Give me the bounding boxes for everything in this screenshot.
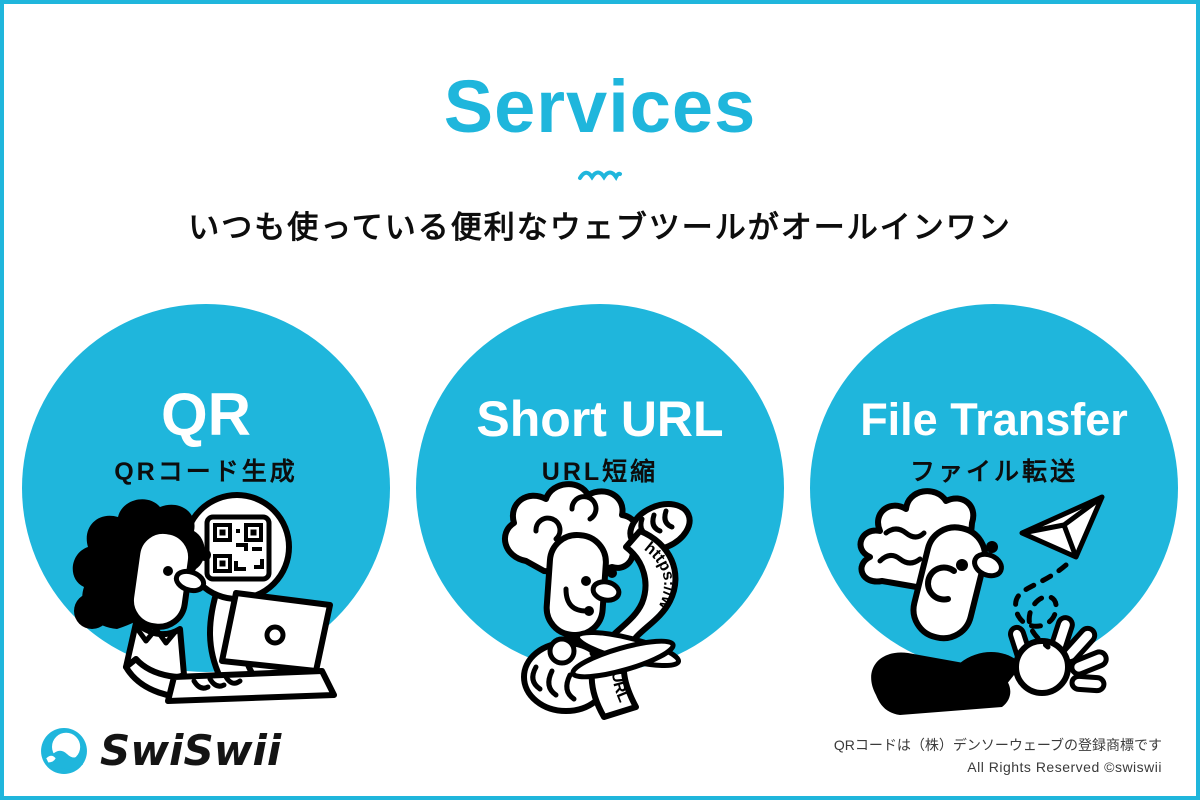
qr-subtitle: QRコード生成 (114, 458, 298, 486)
page-subtitle: いつも使っている便利なウェブツールがオールインワン (188, 210, 1012, 245)
service-card-file-transfer: File Transfer ファイル転送 (810, 304, 1178, 744)
short-url-illustration: https://w URL. (416, 464, 693, 720)
file-transfer-illustration (857, 488, 1109, 715)
copyright-text: All Rights Reserved ©swiswii (967, 759, 1162, 775)
hand-icon (1008, 615, 1109, 696)
short-url-subtitle: URL短縮 (541, 458, 659, 486)
person-illustration (72, 499, 221, 701)
person-illustration (857, 488, 1022, 715)
qr-illustration (72, 492, 337, 704)
swiswii-logo-text: SwiSwii (100, 726, 282, 775)
service-card-short-url: Short URL URL短縮 (416, 304, 784, 744)
file-transfer-subtitle: ファイル転送 (909, 458, 1078, 486)
swiswii-logo-icon (41, 727, 87, 774)
wave-icon (578, 170, 622, 181)
footer-fineprint: QRコードは（株）デンソーウェーブの登録商標です All Rights Rese… (834, 734, 1162, 778)
short-url-title: Short URL (476, 391, 724, 447)
laptop-icon (165, 590, 337, 704)
file-transfer-circle-background (810, 304, 1178, 672)
qr-title: QR (161, 381, 251, 448)
qr-code-icon (204, 514, 272, 582)
swiswii-logo: SwiSwii (40, 726, 281, 775)
services-row: QR QRコード生成 (4, 304, 1196, 744)
service-card-qr: QR QRコード生成 (22, 304, 390, 744)
dashed-flight-path (1013, 562, 1069, 650)
file-transfer-title: File Transfer (860, 394, 1128, 445)
paper-airplane-icon (1019, 494, 1105, 560)
trademark-note: QRコードは（株）デンソーウェーブの登録商標です (833, 737, 1162, 753)
page-title: Services (443, 65, 757, 148)
scissors-icon (570, 630, 682, 680)
